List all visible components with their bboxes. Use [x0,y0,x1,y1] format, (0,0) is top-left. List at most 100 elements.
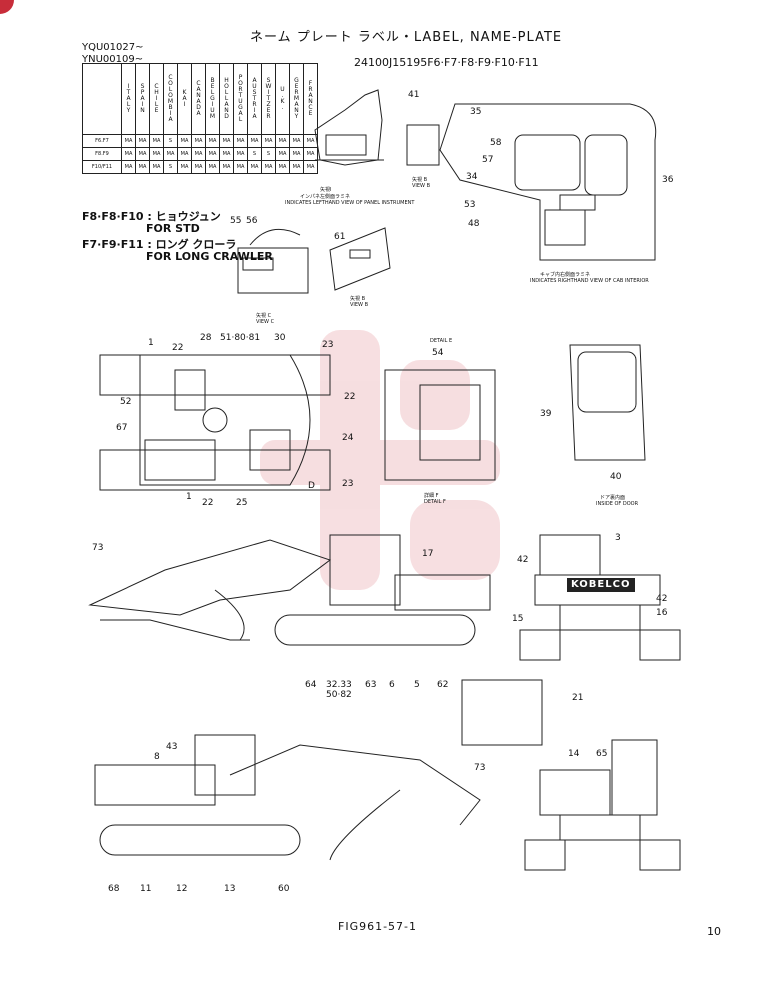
callout-25: 25 [236,498,248,508]
table-cell: MA [149,147,164,161]
callout-22c: 22 [202,498,214,508]
table-cell: MA [135,134,150,148]
table-cell: S [247,147,262,161]
table-cell: MA [121,160,136,174]
table-cell: MA [177,147,192,161]
table-cell: S [163,134,178,148]
caption-view-b-jp: 矢視 B [412,177,428,183]
table-cell: MA [233,147,248,161]
callout-60: 60 [278,884,290,894]
table-cell: MA [149,160,164,174]
callout-16: 16 [656,608,668,618]
std-note-en: FOR STD [146,222,200,235]
table-cell: MA [205,147,220,161]
std-note: F8·F8·F10 : ヒョウジュン [82,210,221,223]
table-cell: MA [247,160,262,174]
callout-73: 73 [92,543,104,553]
table-corner-cell [82,63,122,135]
table-cell: MA [177,134,192,148]
brand-label: KOBELCO [571,579,631,590]
callout-28: 28 [200,333,212,343]
callout-42b: 42 [656,594,668,604]
table-header-row: ITALY SPAIN CHILE COLOMBIA KAI CANADA BE… [82,63,318,135]
excavator-rear [524,739,681,871]
engine-view [237,228,309,294]
table-cell: MA [219,160,234,174]
country-col: FRANCE [303,63,318,135]
country-col: CANADA [191,63,206,135]
callout-35: 35 [470,107,482,117]
callout-11: 11 [140,884,152,894]
table-cell: MA [275,147,290,161]
table-cell: MA [289,147,304,161]
callout-12: 12 [176,884,188,894]
callout-d: D [308,481,315,491]
table-cell: MA [205,160,220,174]
callout-36: 36 [662,175,674,185]
caption-cab-en: INDICATES RIGHTHAND VIEW OF CAB INTERIOR [530,278,649,284]
caption-view-c-jp: 矢視 C [256,313,272,319]
callout-51-80-81: 51·80·81 [220,333,261,343]
serial-range-2: YNU00109~ [82,54,144,65]
serial-range-1: YQU01027~ [82,42,144,53]
long-note-en: FOR LONG CRAWLER [146,250,273,263]
callout-39: 39 [540,409,552,419]
watermark [260,330,500,590]
callout-22: 22 [172,343,184,353]
table-cell: MA [121,147,136,161]
caption-detail-f: DETAIL F [424,499,446,505]
callout-50-82: 50·82 [326,690,352,700]
callout-54: 54 [432,348,444,358]
callout-67: 67 [116,423,128,433]
part-number: 24100J15195F6·F7·F8·F9·F10·F11 [354,56,539,69]
country-col: CHILE [149,63,164,135]
caption-b: VIEW B [350,302,369,308]
callout-14: 14 [568,749,580,759]
callout-30: 30 [274,333,286,343]
callout-23b: 23 [342,479,354,489]
callout-52: 52 [120,397,132,407]
caption-detail-f-jp: 詳細 F [424,493,439,499]
callout-68: 68 [108,884,120,894]
view-b-detail [329,227,391,291]
callout-6: 6 [389,680,395,690]
callout-21: 21 [572,693,584,703]
callout-41: 41 [408,90,420,100]
country-table: ITALY SPAIN CHILE COLOMBIA KAI CANADA BE… [82,63,318,174]
callout-1b: 1 [186,492,192,502]
caption-cab-jp: キャブ内右側面ラミネ [540,272,591,278]
table-cell: S [261,147,276,161]
excavator-side-1 [88,534,491,646]
callout-73b: 73 [474,763,486,773]
table-cell: MA [191,160,206,174]
panel-sketch [314,89,384,166]
callout-62: 62 [437,680,449,690]
callout-65: 65 [596,749,608,759]
table-row: F6.F7 MA MA MA S MA MA MA MA MA MA MA MA… [82,134,318,148]
callout-13: 13 [224,884,236,894]
table-row: F8.F9 MA MA MA MA MA MA MA MA MA S S MA … [82,147,318,161]
country-col: BELGIUM [205,63,220,135]
excavator-side-2 [94,734,481,861]
country-col: COLOMBIA [163,63,178,135]
callout-15: 15 [512,614,524,624]
table-cell: MA [177,160,192,174]
callout-56: 56 [246,216,258,226]
page-number: 10 [707,925,721,938]
caption-door-jp: ドア裏内面 [600,495,626,501]
plan-view [99,354,331,491]
long-note: F7·F9·F11 : ロング クローラ [82,238,237,251]
caption-detail-e: DETAIL E [430,338,453,344]
callout-53: 53 [464,200,476,210]
country-col: ITALY [121,63,136,135]
callout-8: 8 [154,752,160,762]
table-cell: MA [121,134,136,148]
table-cell: MA [233,134,248,148]
row-label: F10/F11 [82,160,122,174]
table-cell: MA [303,134,318,148]
country-col: U.K. [275,63,290,135]
table-cell: S [163,160,178,174]
callout-43: 43 [166,742,178,752]
callout-64: 64 [305,680,317,690]
